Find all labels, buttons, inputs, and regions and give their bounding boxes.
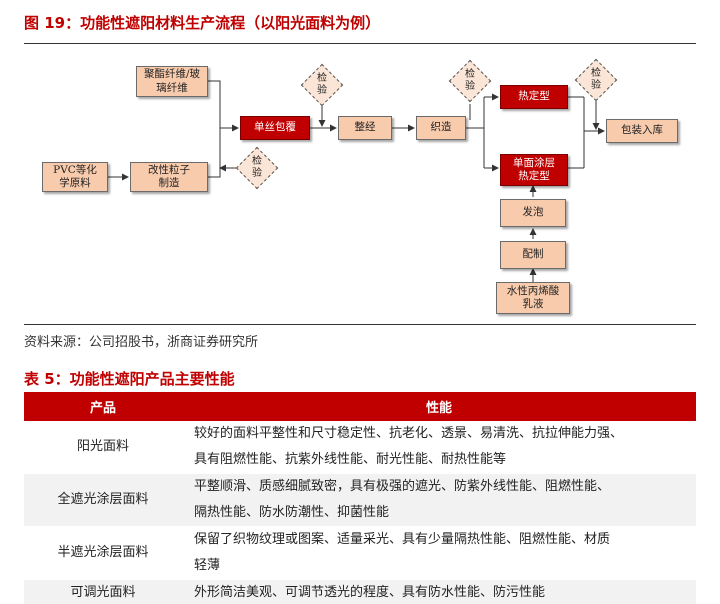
inspection-label-1: 检验	[317, 73, 327, 96]
figure-bottom-rule	[24, 324, 696, 325]
node-acrylic-emulsion: 水性丙烯酸乳液	[496, 282, 570, 314]
figure-title: 图 19：功能性遮阳材料生产流程（以阳光面料为例）	[24, 14, 381, 32]
product-performance: 保留了织物纹理或图案、适量采光、具有少量隔热性能、阻燃性能、材质 轻薄	[182, 526, 696, 580]
product-name: 可调光面料	[24, 579, 182, 604]
node-warping: 整经	[338, 116, 392, 140]
inspection-label-3: 检验	[252, 156, 262, 179]
product-performance: 平整顺滑、质感细腻致密，具有极强的遮光、防紫外线性能、阻燃性能、 隔热性能、防水…	[182, 473, 696, 527]
table-row: 半遮光涂层面料 保留了织物纹理或图案、适量采光、具有少量隔热性能、阻燃性能、材质…	[24, 526, 696, 580]
node-heat-setting: 热定型	[500, 85, 568, 109]
node-foaming: 发泡	[500, 199, 566, 227]
product-name: 阳光面料	[24, 421, 182, 474]
node-single-side-coating: 单面涂层热定型	[500, 154, 568, 186]
properties-table: 产品 性能 阳光面料 较好的面料平整性和尺寸稳定性、抗老化、透景、易清洗、抗拉伸…	[24, 392, 696, 604]
node-weaving: 织造	[416, 116, 466, 140]
product-name: 半遮光涂层面料	[24, 526, 182, 580]
product-performance: 较好的面料平整性和尺寸稳定性、抗老化、透景、易清洗、抗拉伸能力强、 具有阻燃性能…	[182, 421, 696, 474]
node-packing-storage: 包装入库	[606, 119, 678, 143]
inspection-label-2: 检验	[465, 69, 475, 92]
source-note: 资料来源：公司招股书，浙商证券研究所	[24, 335, 259, 350]
node-mixing: 配制	[500, 241, 566, 269]
table-row: 阳光面料 较好的面料平整性和尺寸稳定性、抗老化、透景、易清洗、抗拉伸能力强、 具…	[24, 421, 696, 474]
header-performance: 性能	[182, 392, 696, 421]
header-product: 产品	[24, 392, 182, 421]
inspection-label-4: 检验	[591, 68, 601, 91]
node-fiber: 聚酯纤维/玻璃纤维	[136, 66, 208, 97]
flow-connectors	[108, 80, 605, 282]
table-row: 可调光面料 外形简洁美观、可调节透光的程度、具有防水性能、防污性能	[24, 579, 696, 604]
figure-top-rule	[24, 43, 696, 44]
table-title: 表 5：功能性遮阳产品主要性能	[24, 370, 235, 388]
product-performance: 外形简洁美观、可调节透光的程度、具有防水性能、防污性能	[182, 579, 696, 604]
node-single-yarn-coating: 单丝包覆	[240, 116, 310, 140]
table-row: 全遮光涂层面料 平整顺滑、质感细腻致密，具有极强的遮光、防紫外线性能、阻燃性能、…	[24, 473, 696, 527]
product-name: 全遮光涂层面料	[24, 473, 182, 527]
node-pvc-raw-material: PVC等化学原料	[42, 162, 108, 192]
node-modified-pellet: 改性粒子制造	[130, 162, 208, 192]
